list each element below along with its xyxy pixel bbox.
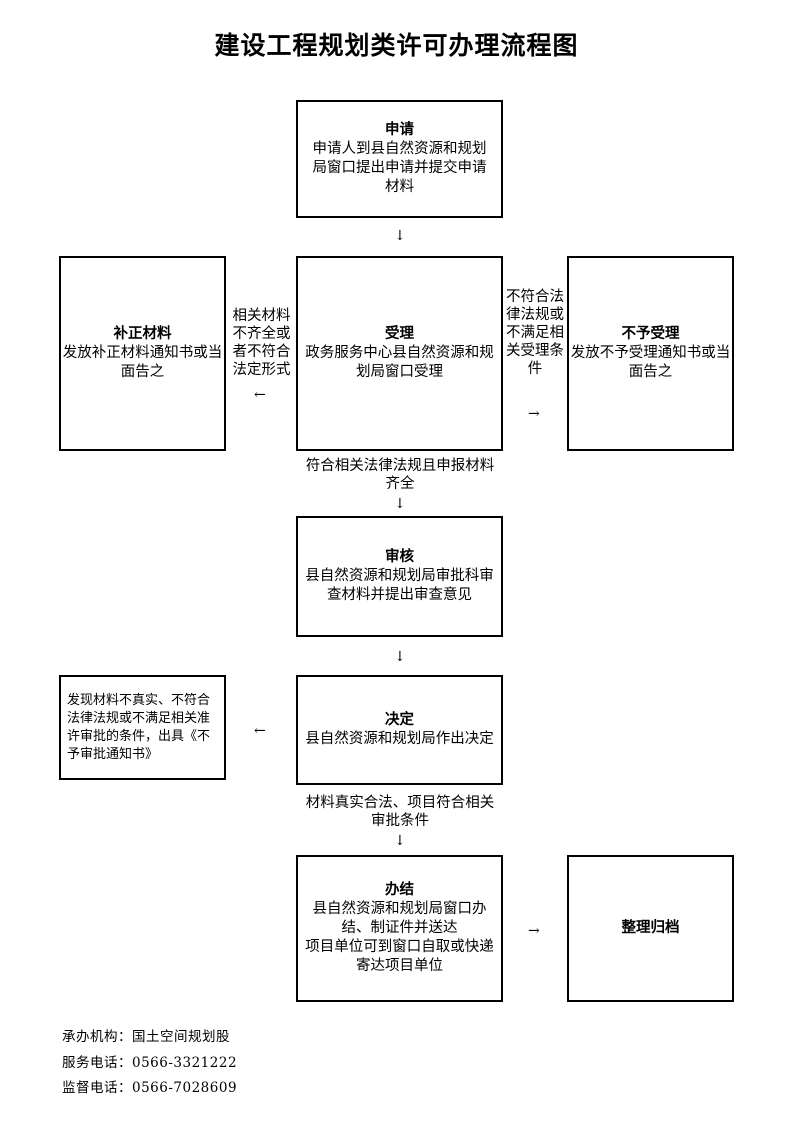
step-not-approved-body: 发现材料不真实、不符合法律法规或不满足相关准许审批的条件，出具《不予审批通知书》 xyxy=(67,692,211,762)
arrow-review-to-decide: ↓ xyxy=(394,649,406,665)
arrow-accept-to-review: ↓ xyxy=(394,496,406,512)
step-decide-body: 县自然资源和规划局作出决定 xyxy=(305,731,494,747)
step-supplement-head: 补正材料 xyxy=(113,326,172,342)
arrow-conclude-to-archive: → xyxy=(528,923,540,939)
step-reject-head: 不予受理 xyxy=(621,326,680,342)
footer-supervise-phone: 监督电话：0566-7028609 xyxy=(62,1080,238,1096)
step-accept-head: 受理 xyxy=(385,326,414,342)
step-archive-head: 整理归档 xyxy=(621,920,680,936)
step-archive-box: 整理归档 xyxy=(567,855,734,1002)
edge-label-compliant: 符合相关法律法规且申报材料齐全 xyxy=(305,458,495,492)
edge-label-true-legal: 材料真实合法、项目符合相关审批条件 xyxy=(305,795,495,829)
step-accept-body: 政务服务中心县自然资源和规划局窗口受理 xyxy=(305,345,494,380)
step-supplement-body: 发放补正材料通知书或当面告之 xyxy=(62,345,223,380)
step-review-head: 审核 xyxy=(385,549,414,565)
step-reject-box: 不予受理 发放不予受理通知书或当面告之 xyxy=(567,256,734,451)
step-conclude-body-2: 项目单位可到窗口自取或快递寄达项目单位 xyxy=(305,939,494,974)
footer-agency: 承办机构：国土空间规划股 xyxy=(62,1029,230,1045)
step-review-body: 县自然资源和规划局审批科审查材料并提出审查意见 xyxy=(305,568,494,603)
step-review-box: 审核 县自然资源和规划局审批科审查材料并提出审查意见 xyxy=(296,516,503,637)
edge-label-incomplete: 相关材料不齐全或者不符合法定形式 xyxy=(232,308,291,378)
step-decide-box: 决定 县自然资源和规划局作出决定 xyxy=(296,675,503,785)
arrow-accept-to-reject: → xyxy=(528,406,540,422)
step-apply-head: 申请 xyxy=(385,122,414,138)
arrow-apply-to-accept: ↓ xyxy=(394,228,406,244)
step-supplement-box: 补正材料 发放补正材料通知书或当面告之 xyxy=(59,256,226,451)
arrow-accept-to-supplement: ← xyxy=(254,387,266,403)
footer-service-phone: 服务电话：0566-3321222 xyxy=(62,1055,238,1071)
arrow-decide-to-not-approved: ← xyxy=(254,723,266,739)
page-title: 建设工程规划类许可办理流程图 xyxy=(214,31,579,60)
step-apply-box: 申请 申请人到县自然资源和规划局窗口提出申请并提交申请材料 xyxy=(296,100,503,218)
step-not-approved-box: 发现材料不真实、不符合法律法规或不满足相关准许审批的条件，出具《不予审批通知书》 xyxy=(59,675,226,780)
step-accept-box: 受理 政务服务中心县自然资源和规划局窗口受理 xyxy=(296,256,503,451)
step-apply-body: 申请人到县自然资源和规划局窗口提出申请并提交申请材料 xyxy=(312,141,487,195)
arrow-decide-to-conclude: ↓ xyxy=(394,833,406,849)
edge-label-not-compliant: 不符合法律法规或不满足相关受理条件 xyxy=(506,289,564,377)
step-conclude-box: 办结 县自然资源和规划局窗口办结、制证件并送达 项目单位可到窗口自取或快递寄达项… xyxy=(296,855,503,1002)
step-conclude-head: 办结 xyxy=(385,882,414,898)
step-reject-body: 发放不予受理通知书或当面告之 xyxy=(570,345,731,380)
step-conclude-body-1: 县自然资源和规划局窗口办结、制证件并送达 xyxy=(312,901,487,936)
step-decide-head: 决定 xyxy=(385,712,414,728)
